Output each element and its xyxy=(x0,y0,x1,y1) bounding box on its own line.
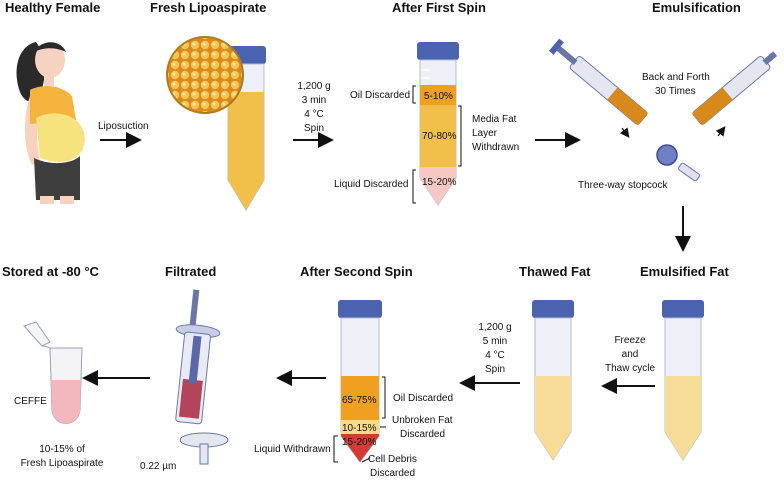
spin2-line2: 5 min xyxy=(483,336,507,347)
second-spin-unbroken-pct: 10-15% xyxy=(342,423,377,434)
fat-cells-magnifier xyxy=(166,36,244,114)
filter-pore-size: 0.22 µm xyxy=(140,461,176,472)
label-liposuction: Liposuction xyxy=(98,121,149,132)
filter-syringe-illustration xyxy=(175,289,229,465)
media-label-2: Layer xyxy=(472,128,498,139)
stored-yield-2: Fresh Lipoaspirate xyxy=(21,458,104,469)
debris-label-2: Discarded xyxy=(370,468,415,478)
bracket-liquid-2 xyxy=(333,435,338,463)
spin2-line4: Spin xyxy=(485,364,505,375)
spin1-line4: Spin xyxy=(304,123,324,134)
title-after-second-spin: After Second Spin xyxy=(300,264,413,279)
first-spin-tube xyxy=(417,42,459,206)
bracket-oil-2 xyxy=(382,376,386,419)
title-stored: Stored at -80 °C xyxy=(2,264,100,279)
unbroken-label-1: Unbroken Fat xyxy=(392,415,453,426)
first-spin-oil-label: Oil Discarded xyxy=(350,90,410,101)
freeze-line3: Thaw cycle xyxy=(605,363,655,374)
fresh-lipoaspirate-tube xyxy=(226,46,266,211)
title-after-first-spin: After First Spin xyxy=(392,0,486,15)
first-spin-liquid-label: Liquid Discarded xyxy=(334,179,409,190)
spin1-line1: 1,200 g xyxy=(297,81,330,92)
bracket-liquid xyxy=(412,169,416,204)
bracket-oil xyxy=(412,85,416,104)
freeze-line2: and xyxy=(622,349,639,360)
first-spin-oil-pct: 5-10% xyxy=(424,91,453,102)
freeze-line1: Freeze xyxy=(614,335,646,346)
stopcock-label: Three-way stopcock xyxy=(578,180,668,191)
title-emulsified-fat: Emulsified Fat xyxy=(640,264,730,279)
second-spin-liquid-label: Liquid Withdrawn xyxy=(254,444,331,455)
first-spin-liquid-pct: 15-20% xyxy=(422,177,457,188)
ceffe-label: CEFFE xyxy=(14,396,47,407)
second-spin-oil-label: Oil Discarded xyxy=(393,393,453,404)
second-spin-liquid-pct: 15-20% xyxy=(342,437,377,448)
stored-yield-1: 10-15% of xyxy=(39,444,85,455)
media-label-1: Media Fat xyxy=(472,114,517,125)
stored-eppendorf-tube xyxy=(23,321,83,424)
first-spin-media-pct: 70-80% xyxy=(422,131,457,142)
title-thawed-fat: Thawed Fat xyxy=(519,264,591,279)
bracket-media xyxy=(458,105,462,167)
media-label-3: Withdrawn xyxy=(472,142,519,153)
female-figure-illustration xyxy=(16,42,85,204)
thawed-fat-tube xyxy=(532,300,574,461)
title-fresh-lipoaspirate: Fresh Lipoaspirate xyxy=(150,0,266,15)
emulsification-text-2: 30 Times xyxy=(655,86,696,97)
emulsification-syringes-illustration xyxy=(548,38,778,182)
second-spin-oil-pct: 65-75% xyxy=(342,395,377,406)
second-spin-tube xyxy=(338,300,382,463)
unbroken-label-2: Discarded xyxy=(400,429,445,440)
pointer-debris xyxy=(361,457,371,463)
emulsification-text-1: Back and Forth xyxy=(642,72,710,83)
spin1-line3: 4 °C xyxy=(304,109,324,120)
spin2-line1: 1,200 g xyxy=(478,322,511,333)
emulsified-fat-tube xyxy=(662,300,704,461)
title-healthy-female: Healthy Female xyxy=(5,0,100,15)
title-filtrated: Filtrated xyxy=(165,264,216,279)
spin1-line2: 3 min xyxy=(302,95,326,106)
debris-label-1: Cell Debris xyxy=(368,454,417,465)
spin2-line3: 4 °C xyxy=(485,350,505,361)
title-emulsification: Emulsification xyxy=(652,0,741,15)
